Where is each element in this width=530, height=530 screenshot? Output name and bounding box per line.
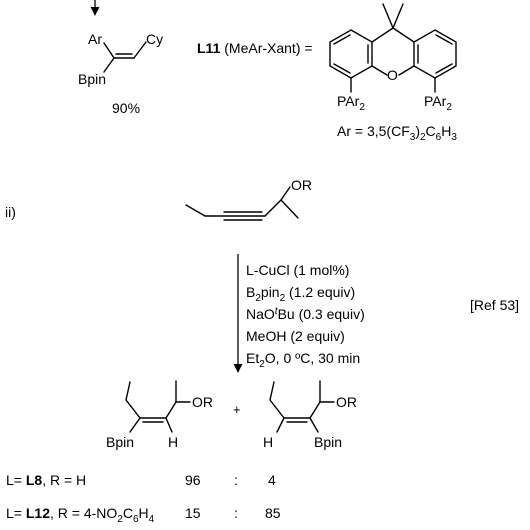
plus-sign: + [233, 402, 241, 417]
reference-label: [Ref 53] [470, 297, 519, 313]
product-b-bpin-label: Bpin [314, 434, 342, 450]
ligand-name: L11 (MeAr-Xant) = [197, 40, 313, 56]
result-ratio-a: 15 [185, 505, 201, 521]
product-a-h-label: H [168, 434, 178, 450]
xanthene-structure: O [329, 3, 457, 93]
part-ii-label: ii) [5, 204, 16, 220]
condition-diboron: B2pin2 (1.2 equiv) [246, 284, 355, 304]
product-a-or-label: OR [192, 394, 213, 410]
condition-solvent: Et2O, 0 ºC, 30 min [246, 350, 360, 370]
substrate-or-label: OR [291, 177, 312, 193]
result-ratio-b: 85 [265, 505, 281, 521]
product-a-structure: OR Bpin H [106, 380, 213, 450]
condition-methanol: MeOH (2 equiv) [246, 328, 345, 344]
condition-base: NaOtBu (0.3 equiv) [246, 306, 365, 322]
bpin-label: Bpin [78, 71, 106, 87]
result-ligand-label: L= L12, R = 4-NO2C6H4 [6, 505, 155, 525]
results-row-l12: L= L12, R = 4-NO2C6H4 15 : 85 [6, 505, 281, 525]
product-b-h-label: H [263, 434, 273, 450]
ligand-l11-definition: L11 (MeAr-Xant) = O [197, 3, 457, 143]
result-ratio-separator: : [234, 505, 238, 521]
product-vinyl-boronate: Ar Cy Bpin 90% [78, 31, 163, 116]
result-ratio-separator: : [234, 472, 238, 488]
reaction-conditions: L-CuCl (1 mol%) B2pin2 (1.2 equiv) NaOtB… [246, 262, 365, 370]
aryl-label: Ar [88, 31, 102, 47]
result-ligand-label: L= L8, R = H [6, 472, 86, 488]
results-row-l8: L= L8, R = H 96 : 4 [6, 472, 276, 488]
product-b-structure: OR H Bpin [263, 380, 357, 450]
phosphine-left-label: PAr2 [337, 93, 365, 113]
cyclohexyl-label: Cy [146, 31, 163, 47]
phosphine-right-label: PAr2 [424, 93, 452, 113]
aryl-definition: Ar = 3,5(CF3)2C6H3 [337, 123, 457, 143]
substrate-propargylic-alkyne: OR [185, 177, 312, 221]
xanthene-oxygen: O [387, 67, 398, 83]
product-b-or-label: OR [336, 394, 357, 410]
result-ratio-a: 96 [185, 472, 201, 488]
result-ratio-b: 4 [268, 472, 276, 488]
product-a-bpin-label: Bpin [106, 434, 134, 450]
condition-catalyst: L-CuCl (1 mol%) [246, 262, 349, 278]
yield-label: 90% [112, 100, 140, 116]
